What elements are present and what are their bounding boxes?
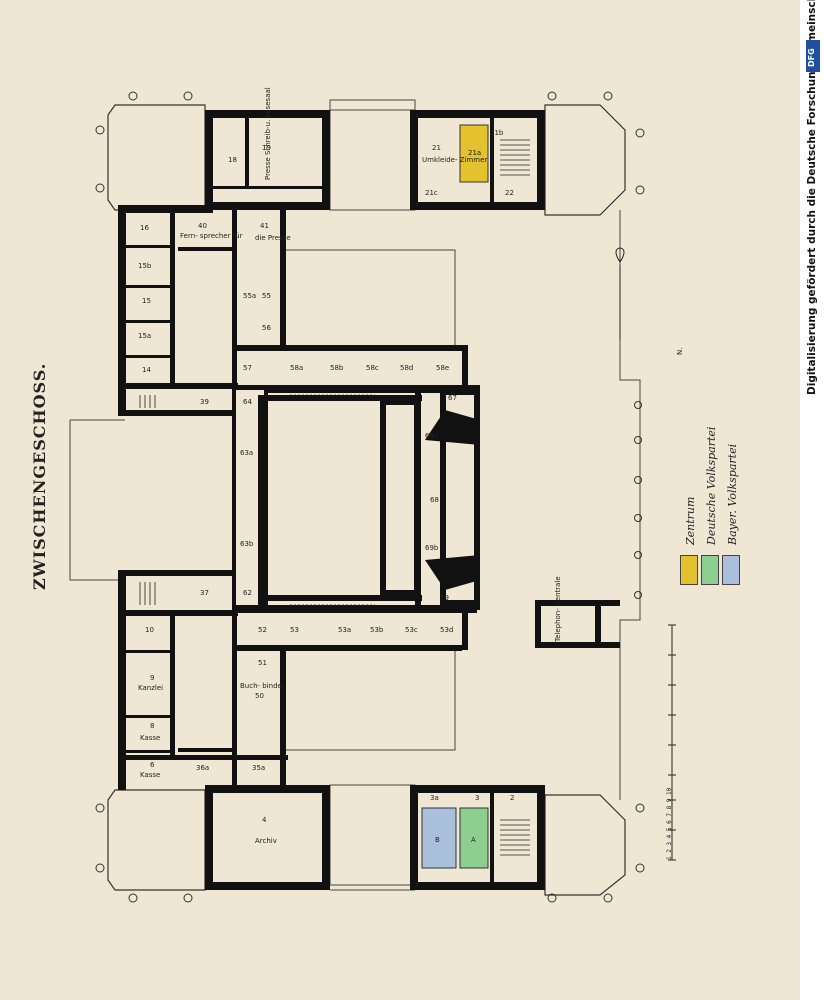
room-69b: 69b [425, 544, 439, 552]
legend-label-zentrum: Zentrum [684, 496, 697, 545]
legend-swatch-bayer-volkspartei [722, 555, 740, 585]
room-39: 39 [200, 398, 209, 406]
room-21a: 21a [468, 149, 481, 157]
room-59: 59 [440, 594, 449, 602]
zentrum-room [459, 124, 489, 183]
staircases [139, 139, 530, 856]
room-9-text: Kanzlei [138, 684, 163, 692]
room-51: 51 [258, 659, 267, 667]
room-58a: 58a [290, 364, 303, 372]
room-58d: 58d [400, 364, 413, 372]
room-53b: 53b [370, 626, 384, 634]
room-A: A [471, 836, 476, 844]
bayer-volkspartei-room [421, 807, 457, 869]
room-40: 40 [198, 222, 207, 230]
north-arrow [615, 247, 625, 340]
room-50-text: Buch- binder [240, 682, 285, 690]
room-4: 4 [262, 816, 267, 824]
room-56: 56 [262, 324, 271, 332]
room-B: B [435, 836, 440, 844]
room-52: 52 [258, 626, 267, 634]
room-6-text: Kasse [140, 771, 160, 779]
room-50: 50 [255, 692, 264, 700]
room-4-text: Archiv [255, 837, 277, 845]
room-3a: 3a [430, 794, 439, 802]
room-16: 16 [140, 224, 149, 232]
legend-swatch-zentrum [680, 555, 698, 585]
room-9: 9 [150, 674, 154, 682]
room-18: 18 [228, 156, 237, 164]
room-63b: 63b [240, 540, 254, 548]
room-41: 41 [260, 222, 269, 230]
room-8: 8 [150, 722, 154, 730]
room-53d: 53d [440, 626, 453, 634]
scale-bar [668, 624, 676, 861]
room-58e: 58e [436, 364, 449, 372]
legend-swatch-deutsche-volkspartei [701, 555, 719, 585]
room-64: 64 [243, 398, 252, 406]
room-55a: 55a [243, 292, 256, 300]
room-53: 53 [290, 626, 299, 634]
room-10: 10 [145, 626, 154, 634]
room-8-text: Kasse [140, 734, 160, 742]
room-55: 55 [262, 292, 271, 300]
room-21b: 21b [490, 129, 504, 137]
north-label: N. [676, 347, 684, 355]
room-53a: 53a [338, 626, 351, 634]
scale-numbers: 1 2 3 4 5 6 7 8 9 10 [666, 787, 673, 860]
room-36a: 36a [196, 764, 209, 772]
room-58c: 58c [366, 364, 379, 372]
room-37: 37 [200, 589, 209, 597]
room-21-text: Umkleide- Zimmer [422, 156, 487, 164]
side-strip [800, 0, 824, 1000]
room-6: 6 [150, 761, 155, 769]
room-15: 15 [142, 297, 151, 305]
room-53c: 53c [405, 626, 418, 634]
room-19: 19 [262, 144, 271, 152]
deutsche-volkspartei-room [459, 807, 489, 869]
room-19-text: Presse Schreib-u. Lesesaal [264, 87, 272, 180]
column-circles [95, 91, 645, 903]
room-14: 14 [142, 366, 151, 374]
legend-label-bayer-volkspartei: Bayer. Volkspartei [726, 443, 739, 545]
dfg-logo: DFG [806, 40, 820, 72]
room-57: 57 [243, 364, 252, 372]
room-15b: 15b [138, 262, 152, 270]
building-walls [118, 110, 620, 890]
room-21: 21 [432, 144, 441, 152]
room-62: 62 [243, 589, 252, 597]
room-41-text: die Presse [255, 234, 291, 242]
floor-plan: 18 19 Presse Schreib-u. Lesesaal 16 15b … [69, 87, 676, 903]
room-22: 22 [505, 189, 514, 197]
corner-towers [107, 104, 626, 896]
room-58b: 58b [330, 364, 344, 372]
room-15a: 15a [138, 332, 151, 340]
room-35a: 35a [252, 764, 265, 772]
room-40-text: Fern- sprecher für [180, 232, 243, 240]
room-3: 3 [475, 794, 479, 802]
room-68: 68 [430, 496, 439, 504]
legend-label-deutsche-volkspartei: Deutsche Volkspartei [705, 426, 718, 545]
room-2: 2 [510, 794, 514, 802]
telephone-room: Telephon- Zentrale [554, 576, 562, 643]
room-67: 67 [448, 394, 457, 402]
room-labels: 18 19 Presse Schreib-u. Lesesaal 16 15b … [138, 87, 562, 845]
room-63a: 63a [240, 449, 253, 457]
room-69a: 69a [425, 432, 438, 440]
room-21c: 21c [425, 189, 438, 197]
